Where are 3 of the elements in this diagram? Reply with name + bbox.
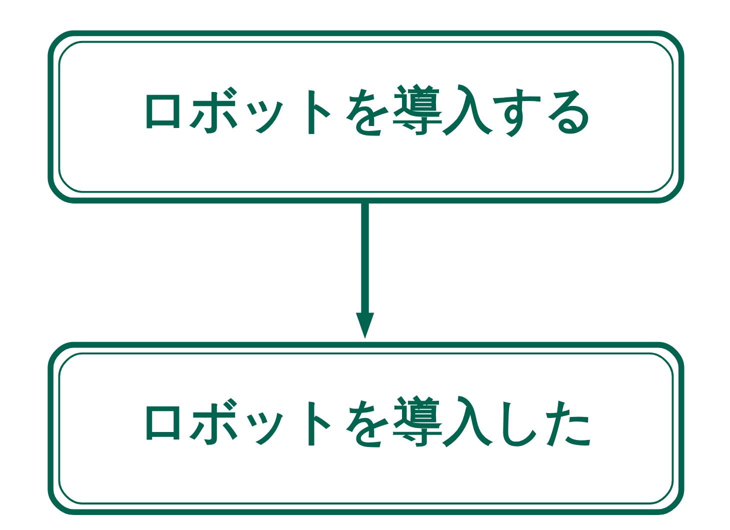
node-box: ロボットを導入する	[48, 30, 684, 204]
arrow	[356, 202, 374, 339]
node-box: ロボットを導入した	[48, 342, 684, 516]
